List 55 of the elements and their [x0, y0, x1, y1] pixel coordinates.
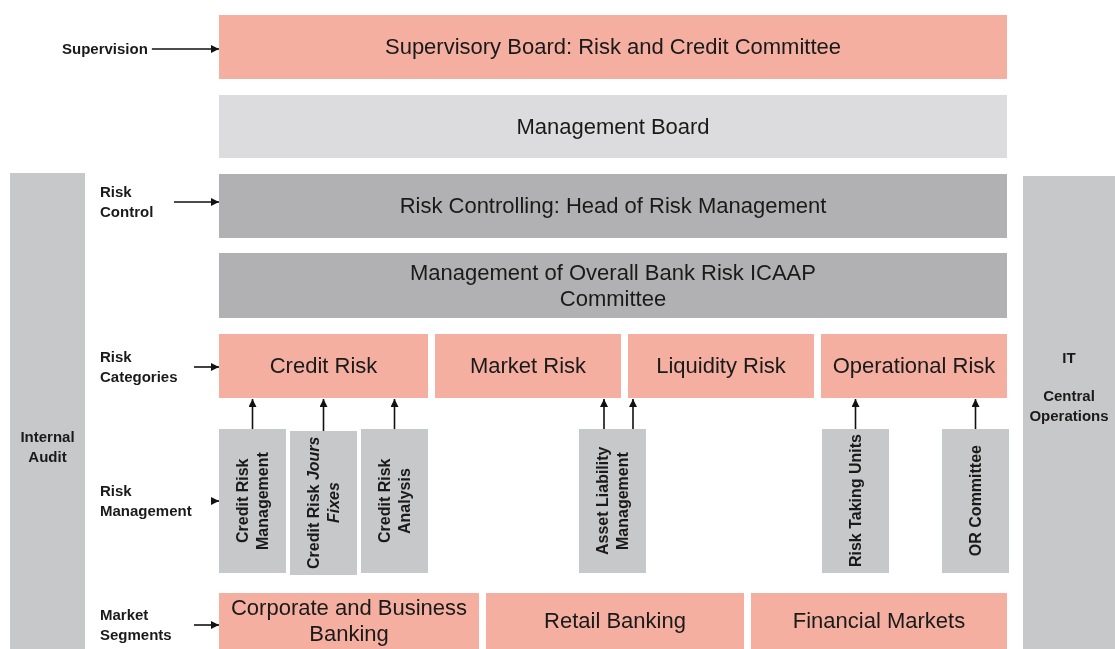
arrow	[248, 398, 257, 430]
panel-text: Central Operations	[1028, 386, 1110, 426]
row-label: Market Segments	[100, 605, 190, 645]
org-box	[751, 593, 1007, 649]
org-box	[628, 334, 814, 398]
unit-label: Credit Risk Management	[232, 451, 272, 552]
arrow	[600, 398, 608, 430]
box-label: Operational Risk	[832, 353, 996, 379]
box-label: Management of Overall Bank Risk ICAAP Committee	[409, 259, 817, 312]
arrow	[971, 398, 980, 430]
unit-box	[219, 429, 286, 573]
unit-box	[942, 429, 1009, 573]
row-label: Risk Control	[100, 182, 170, 222]
arrow	[173, 198, 220, 206]
arrow	[151, 45, 220, 53]
panel-text: IT	[1061, 348, 1077, 368]
row-label: Risk Management	[100, 481, 208, 521]
box-label: Credit Risk	[269, 353, 378, 379]
arrow	[390, 398, 399, 430]
box-label: Supervisory Board: Risk and Credit Committee	[384, 34, 842, 60]
box-label: Liquidity Risk	[656, 353, 786, 379]
row-label: Supervision	[62, 39, 148, 59]
org-box	[219, 174, 1007, 238]
arrow	[319, 398, 328, 432]
arrow	[851, 398, 860, 430]
org-box	[219, 95, 1007, 158]
org-box	[435, 334, 621, 398]
unit-box	[579, 429, 646, 573]
arrow	[629, 398, 637, 430]
box-label: Management Board	[516, 113, 710, 140]
box-label: Risk Controlling: Head of Risk Management	[399, 193, 827, 219]
side-panel	[1023, 176, 1115, 649]
row-label: Risk Categories	[100, 347, 190, 387]
org-box	[219, 253, 1007, 318]
arrow	[193, 363, 220, 371]
arrow	[193, 621, 220, 629]
org-box	[219, 334, 428, 398]
org-box	[821, 334, 1007, 398]
box-label: Corporate and Business Banking	[230, 595, 468, 647]
side-panel	[10, 173, 85, 649]
unit-box	[290, 431, 357, 575]
arrow	[211, 497, 220, 505]
unit-box	[361, 429, 428, 573]
unit-label: Asset Liability Management	[592, 445, 632, 558]
org-box	[486, 593, 744, 649]
unit-label: Credit Risk Analysis	[374, 457, 414, 546]
org-box	[219, 15, 1007, 79]
unit-label: Risk Taking Units	[845, 434, 865, 568]
unit-box	[822, 429, 889, 573]
box-label: Market Risk	[469, 353, 587, 379]
unit-label: OR Committee	[965, 445, 985, 557]
box-label: Retail Banking	[544, 608, 686, 634]
box-label: Financial Markets	[792, 608, 966, 634]
panel-text: Internal Audit	[19, 427, 76, 467]
unit-label: Credit Risk Jours Fixes	[303, 435, 343, 571]
